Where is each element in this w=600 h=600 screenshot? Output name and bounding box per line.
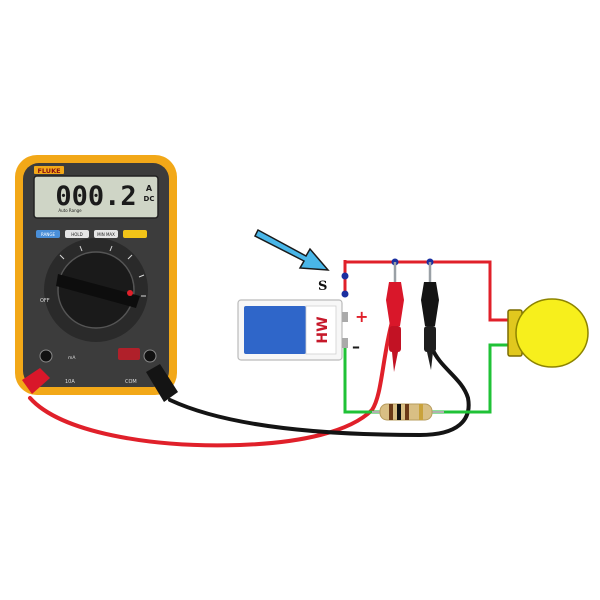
lcd-unit-dc: DC xyxy=(144,195,155,203)
battery-terminal-plus xyxy=(342,312,348,322)
jack-com-label: COM xyxy=(125,379,137,385)
battery-label-panel xyxy=(244,306,306,354)
battery-terminal-minus xyxy=(342,338,348,348)
resistor-band-3 xyxy=(405,404,409,420)
battery: HW + – xyxy=(237,299,368,361)
red-circuit-wire xyxy=(343,260,508,322)
minus-sign: – xyxy=(352,337,360,356)
dial-knob xyxy=(56,274,140,308)
switch-contact-bottom[interactable] xyxy=(341,290,349,298)
minmax-button-label: MIN MAX xyxy=(97,232,115,237)
battery-brand: HW xyxy=(315,316,331,343)
red-test-lead xyxy=(28,320,394,448)
black-probe xyxy=(421,262,439,370)
lcd-caption: Auto Range xyxy=(58,208,82,213)
jack-10a-label: 10A xyxy=(65,379,75,385)
dial-off-label: OFF xyxy=(40,298,50,304)
lcd-display xyxy=(33,175,159,219)
battery-brand-panel xyxy=(305,305,337,355)
lcd-reading: 000.2 xyxy=(55,181,136,212)
resistor-band-1 xyxy=(389,404,393,420)
green-circuit-wire xyxy=(343,343,508,414)
switch-contact-top[interactable] xyxy=(341,272,349,280)
multimeter: FLUKE 000.2 A DC Auto Range RANGE HOLD M… xyxy=(15,155,178,402)
red-plug xyxy=(22,368,50,394)
black-plug xyxy=(146,364,178,402)
red-probe xyxy=(386,262,404,372)
dial-ticks xyxy=(59,245,146,297)
resistor xyxy=(372,403,444,421)
range-button[interactable] xyxy=(36,230,60,238)
brand-plate xyxy=(34,166,64,174)
black-test-lead xyxy=(168,346,471,438)
plus-sign: + xyxy=(355,307,368,326)
minmax-button[interactable] xyxy=(94,230,118,238)
resistor-band-2 xyxy=(397,404,401,420)
brand-logo: FLUKE xyxy=(37,167,60,175)
pointer-arrow xyxy=(253,228,330,271)
dial-pointer-dot xyxy=(127,290,133,296)
arrow-icon xyxy=(253,228,330,271)
yellow-button[interactable] xyxy=(123,230,147,238)
switch-label: S xyxy=(318,279,327,294)
hold-button-label: HOLD xyxy=(71,232,82,237)
lcd-unit-amps: A xyxy=(146,184,153,193)
bulb-glass xyxy=(515,298,589,368)
jack-left-top[interactable] xyxy=(39,349,53,363)
jack-ma-label: mA xyxy=(68,355,76,361)
light-bulb xyxy=(507,298,589,368)
resistor-band-4 xyxy=(419,404,423,420)
range-button-label: RANGE xyxy=(41,232,55,237)
jack-warning-panel xyxy=(118,348,140,360)
jack-right[interactable] xyxy=(143,349,157,363)
hold-button[interactable] xyxy=(65,230,89,238)
